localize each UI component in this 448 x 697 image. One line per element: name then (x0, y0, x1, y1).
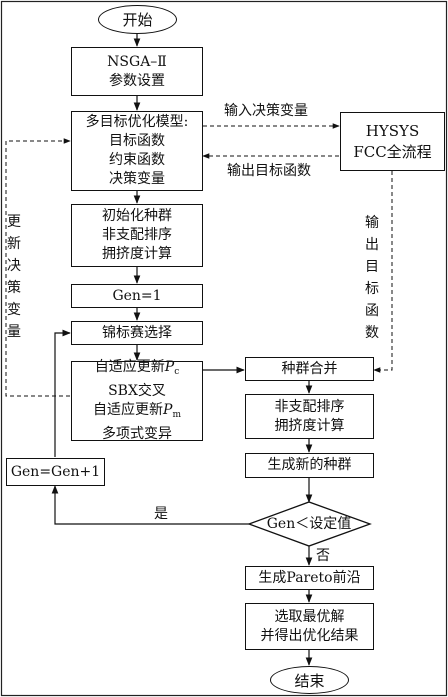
adaptive-line1: 自适应更新Pc (95, 358, 179, 382)
adaptive-line3: 自适应更新Pm (93, 401, 181, 425)
gen-inc-label: Gen=Gen+1 (10, 463, 101, 480)
init-line3: 拥挤度计算 (102, 246, 172, 262)
init-line2: 非支配排序 (102, 227, 172, 243)
model-line3: 约束函数 (109, 152, 165, 168)
adaptive-box: 自适应更新Pc SBX交叉 自适应更新Pm 多项式变异 (71, 358, 203, 442)
adaptive-line2: SBX交叉 (108, 383, 166, 399)
dashed-update-arrow (5, 138, 71, 397)
model-box: 多目标优化模型: 目标函数 约束函数 决策变量 (71, 111, 203, 191)
pareto-label: 生成Pareto前沿 (258, 569, 361, 586)
dashed-hysys-merge-arrow (373, 171, 393, 373)
left-vertical-label: 更新决策变量 (7, 214, 21, 340)
adaptive-line3-sub: m (172, 410, 181, 420)
arrow-gen-inc-tournament (54, 329, 71, 457)
start-node: 开始 (98, 5, 177, 34)
end-node: 结束 (270, 666, 349, 694)
decision-diamond-shape (247, 501, 372, 547)
output-objective-label: 输出目标函数 (227, 163, 311, 179)
select-line1: 选取最优解 (274, 608, 345, 625)
adaptive-line3-prefix: 自适应更新 (93, 402, 164, 418)
no-label: 否 (316, 548, 330, 564)
init-box: 初始化种群 非支配排序 拥挤度计算 (71, 204, 203, 267)
adaptive-line1-prefix: 自适应更新 (94, 359, 165, 375)
nsga-line1: NSGA–Ⅱ (107, 53, 167, 70)
init-line1: 初始化种群 (102, 208, 172, 224)
select-box: 选取最优解 并得出优化结果 (245, 603, 374, 650)
decision-label: Gen＜设定值 (266, 516, 352, 532)
model-line1: 多目标优化模型: (85, 114, 189, 130)
hysys-line1: HYSYS (365, 121, 420, 140)
gen1-box: Gen=1 (71, 284, 203, 308)
hysys-box: HYSYS FCC全流程 (340, 112, 445, 171)
sort2-line1: 非支配排序 (274, 398, 345, 415)
right-vertical-label: 输出目标函数 (365, 215, 379, 341)
pareto-box: 生成Pareto前沿 (245, 566, 374, 590)
end-label: 结束 (294, 671, 325, 690)
newpop-label: 生成新的种群 (267, 457, 352, 473)
gen1-label: Gen=1 (112, 287, 162, 304)
yes-label: 是 (154, 506, 168, 522)
adaptive-line3-var: P (163, 402, 173, 418)
model-line4: 决策变量 (109, 171, 165, 187)
newpop-box: 生成新的种群 (245, 453, 374, 478)
arrow-yes-loop (51, 485, 249, 525)
input-decision-label: 输入决策变量 (224, 103, 308, 119)
nsga-params-box: NSGA–Ⅱ 参数设置 (71, 47, 203, 96)
adaptive-line1-var: P (164, 359, 175, 375)
hysys-line2: FCC全流程 (353, 142, 432, 161)
adaptive-line1-sub: c (174, 367, 180, 377)
sort2-line2: 拥挤度计算 (274, 417, 345, 434)
sort2-box: 非支配排序 拥挤度计算 (245, 394, 374, 439)
gen-inc-box: Gen=Gen+1 (6, 458, 105, 486)
nsga-line2: 参数设置 (109, 72, 165, 89)
tournament-label: 锦标赛选择 (102, 324, 172, 341)
merge-label: 种群合并 (281, 360, 338, 377)
merge-box: 种群合并 (245, 357, 374, 381)
select-line2: 并得出优化结果 (260, 627, 359, 644)
tournament-box: 锦标赛选择 (71, 321, 203, 345)
adaptive-line4: 多项式变异 (102, 426, 172, 442)
model-line2: 目标函数 (109, 133, 165, 149)
start-label: 开始 (122, 11, 153, 29)
